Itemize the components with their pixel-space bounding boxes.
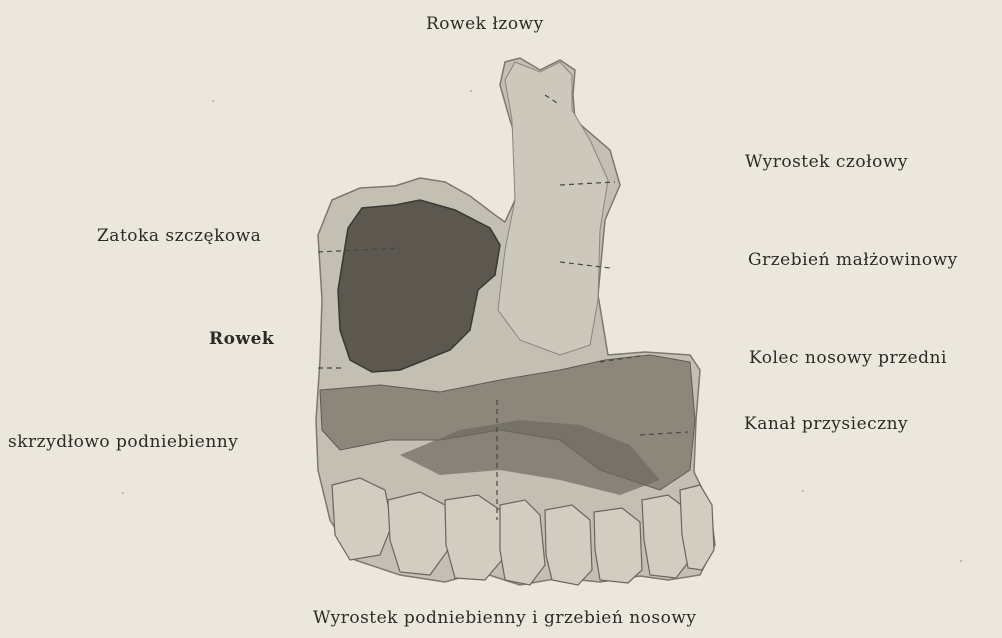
- tooth-premolar-2: [500, 500, 545, 585]
- tooth-canine: [545, 505, 592, 585]
- label-lacrimal-groove: Rowek łzowy: [426, 14, 544, 34]
- tooth-molar-2: [388, 492, 448, 575]
- label-conchal-crest: Grzebień małżowinowy: [748, 250, 958, 270]
- tooth-premolar-1: [445, 495, 502, 580]
- tooth-incisor-1: [594, 508, 642, 583]
- paper-speck: [960, 560, 962, 562]
- paper-speck: [122, 492, 124, 494]
- label-pterygopalatine: skrzydłowo podniebienny: [8, 432, 238, 452]
- label-anterior-nasal-spine: Kolec nosowy przedni: [749, 348, 947, 368]
- label-groove: Rowek: [209, 329, 274, 349]
- label-frontal-process: Wyrostek czołowy: [745, 152, 908, 172]
- label-incisive-canal: Kanał przysieczny: [744, 414, 908, 434]
- paper-speck: [470, 90, 472, 92]
- frontal-process: [498, 62, 608, 355]
- paper-speck: [802, 490, 804, 492]
- paper-speck: [212, 100, 214, 102]
- tooth-molar-1: [332, 478, 392, 560]
- label-maxillary-sinus: Zatoka szczękowa: [97, 226, 261, 246]
- label-palatine-process: Wyrostek podniebienny i grzebień nosowy: [313, 608, 697, 628]
